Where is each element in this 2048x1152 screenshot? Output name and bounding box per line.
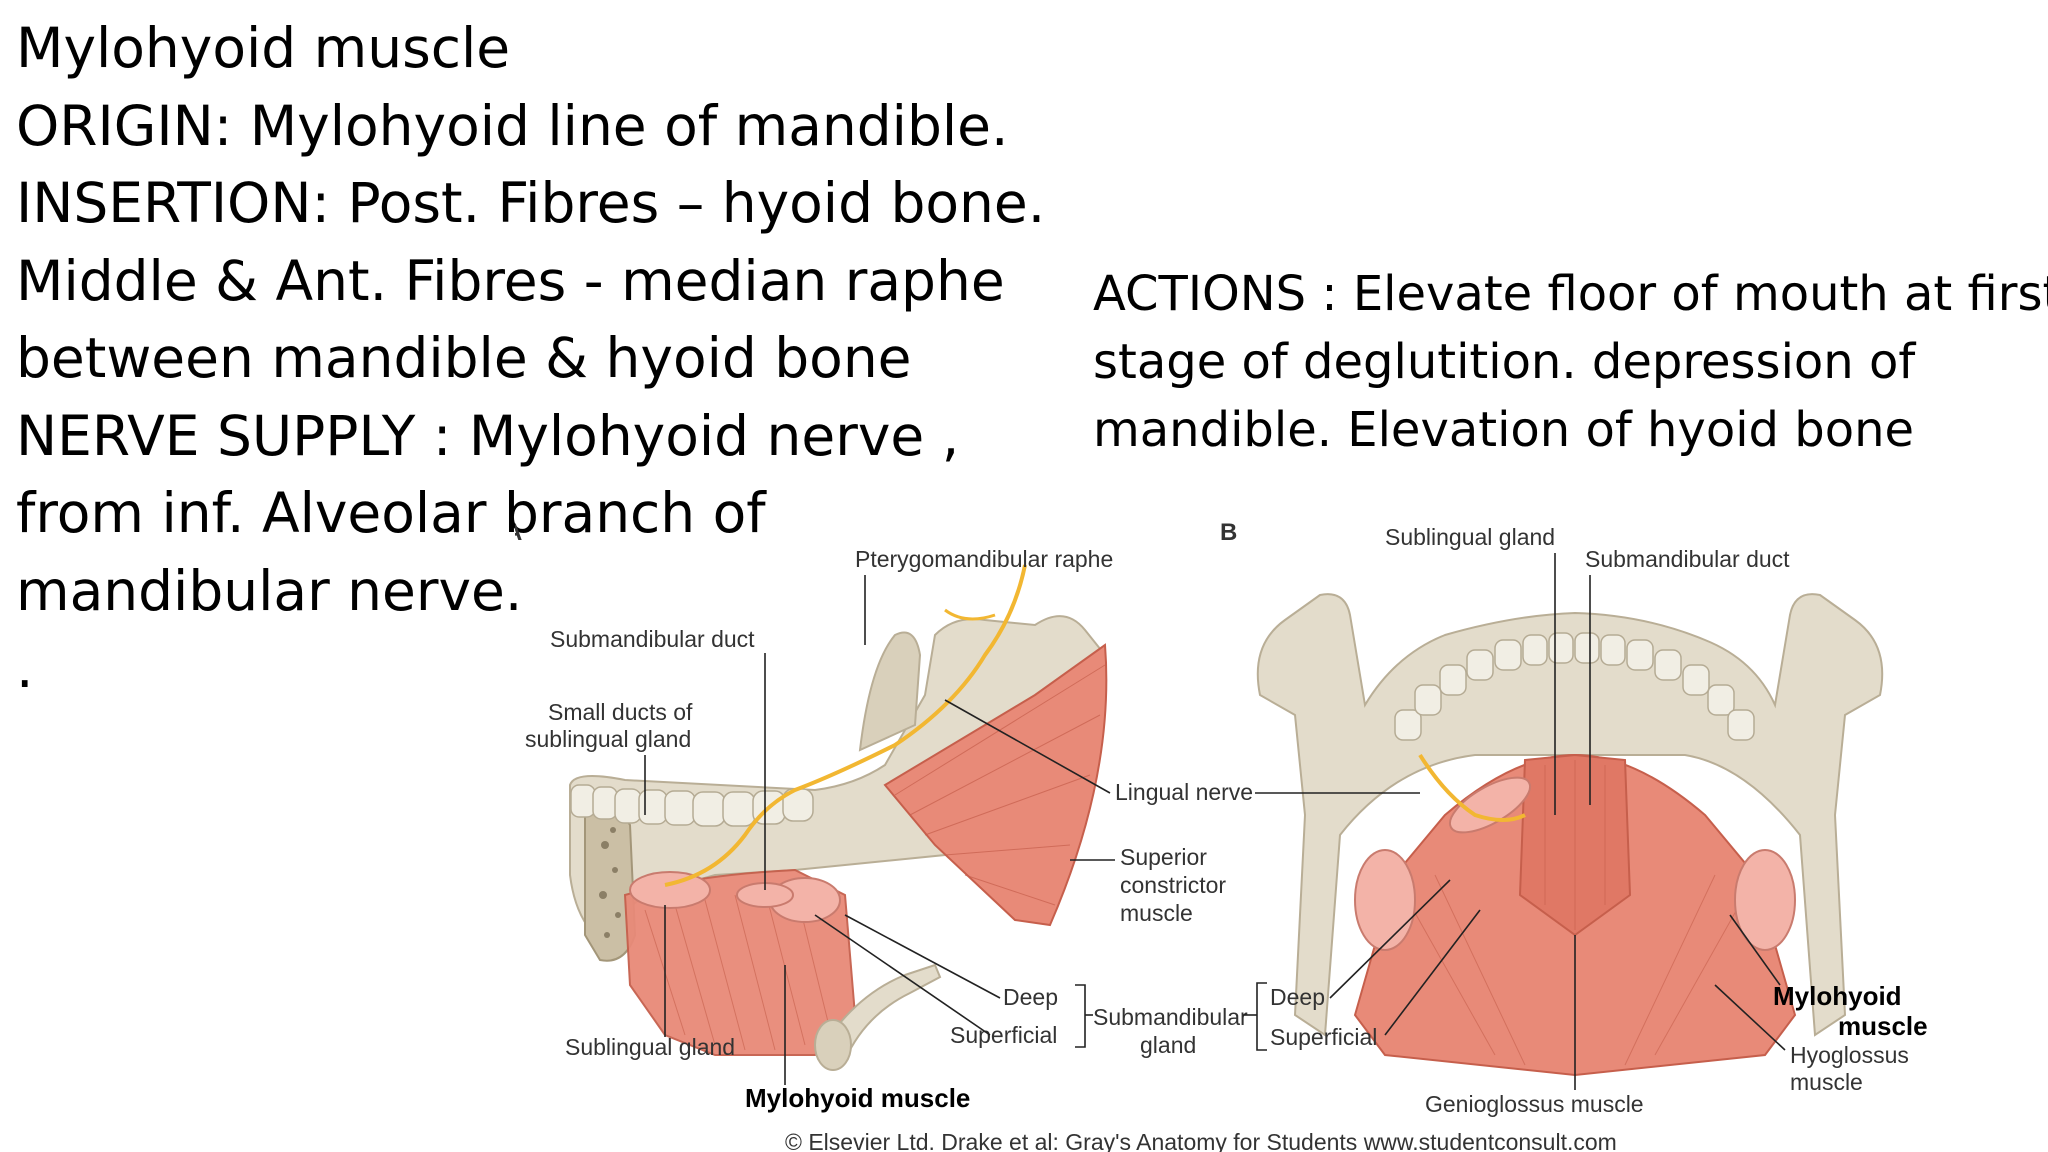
actions-text-block: ACTIONS : Elevate floor of mouth at firs… [1093, 260, 2048, 464]
label-superficial-b: Superficial [1270, 1024, 1377, 1050]
label-superior-constrictor-1: Superior [1120, 844, 1207, 870]
main-text-block: Mylohyoid muscle ORIGIN: Mylohyoid line … [16, 10, 1056, 708]
figure-credit: © Elsevier Ltd. Drake et al: Gray's Anat… [785, 1129, 1617, 1152]
label-submandibular-duct-b: Submandibular duct [1585, 546, 1790, 572]
label-hyoglossus-1: Hyoglossus [1790, 1042, 1909, 1068]
insertion-line-3: between mandible & hyoid bone [16, 326, 912, 390]
label-small-ducts-1: Small ducts of [548, 699, 693, 725]
panel-b-illustration [1256, 593, 1884, 1077]
label-small-ducts-2: sublingual gland [525, 726, 691, 752]
label-sublingual-gland-a: Sublingual gland [565, 1034, 735, 1060]
nerve-supply-line-3: mandibular nerve. [16, 558, 523, 623]
origin-line: ORIGIN: Mylohyoid line of mandible. [16, 93, 1009, 158]
label-deep-a: Deep [1003, 984, 1058, 1010]
panel-b-letter: B [1220, 519, 1237, 546]
panel-a-letter: A [515, 519, 522, 546]
nerve-supply-line: NERVE SUPPLY : Mylohyoid nerve , [16, 403, 960, 468]
label-genioglossus: Genioglossus muscle [1425, 1091, 1644, 1117]
label-submandibular-gland-2: gland [1140, 1032, 1196, 1058]
label-superior-constrictor-3: muscle [1120, 900, 1193, 926]
label-sublingual-gland-b: Sublingual gland [1385, 524, 1555, 550]
insertion-line-2: Middle & Ant. Fibres - median raphe [16, 248, 1005, 313]
nerve-supply-line-2: from inf. Alveolar branch of [16, 481, 766, 545]
label-deep-b: Deep [1270, 984, 1325, 1010]
label-superficial-a: Superficial [950, 1022, 1057, 1048]
label-lingual-nerve: Lingual nerve [1115, 779, 1253, 805]
panel-a-leader-lines [644, 575, 1115, 1085]
label-mylohyoid-1: Mylohyoid [1773, 981, 1902, 1011]
anatomy-figure: A Pterygomandibular raphe Submandibular … [515, 519, 1928, 1152]
label-hyoglossus-2: muscle [1790, 1069, 1863, 1095]
trailing-dot: . [16, 636, 34, 700]
label-submandibular-gland-1: Submandibular [1093, 1004, 1248, 1030]
panel-a-illustration [569, 564, 1108, 1071]
title-line: Mylohyoid muscle [16, 16, 511, 80]
label-mylohyoid-2: muscle [1838, 1011, 1928, 1041]
actions-line-1: ACTIONS : Elevate floor of mouth at firs… [1093, 266, 2048, 322]
label-submandibular-duct-a: Submandibular duct [550, 626, 755, 652]
actions-line-3: mandible. Elevation of hyoid bone [1093, 402, 1915, 458]
label-mylohyoid-muscle-a: Mylohyoid muscle [745, 1083, 970, 1113]
insertion-line: INSERTION: Post. Fibres – hyoid bone. [16, 171, 1046, 235]
label-superior-constrictor-2: constrictor [1120, 872, 1226, 898]
label-pterygomandibular-raphe: Pterygomandibular raphe [855, 546, 1113, 572]
panel-b-leader-lines [1243, 553, 1786, 1090]
actions-line-2: stage of deglutition. depression of [1093, 334, 1916, 390]
